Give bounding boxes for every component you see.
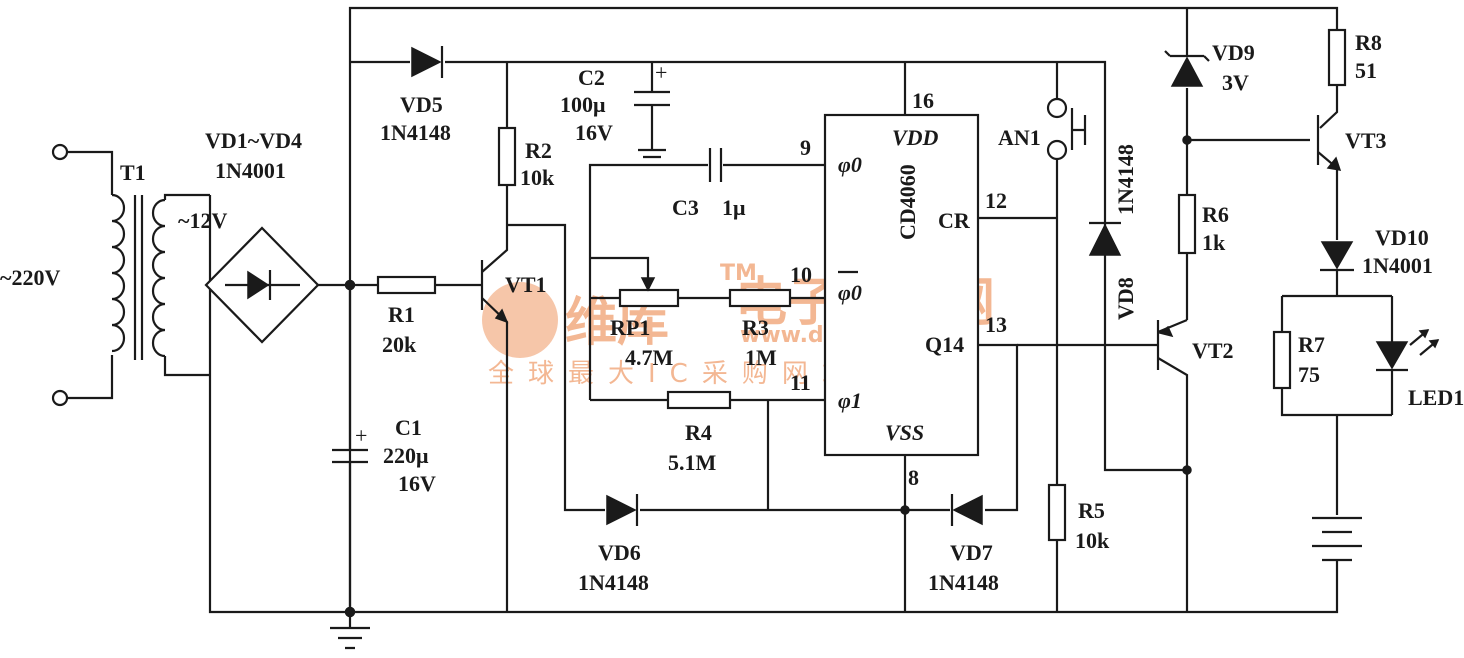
led-label: LED1 — [1408, 385, 1464, 410]
r6: R6 1k — [1177, 135, 1310, 320]
vd7-part: 1N4148 — [928, 570, 999, 595]
mains-voltage-label: ~220V — [0, 265, 60, 290]
vt3: VT3 — [1316, 115, 1387, 240]
oscillator-network: C3 1μ RP1 4.7M R3 1M R4 5.1M — [588, 148, 825, 510]
r3-value: 1M — [745, 345, 777, 370]
pin-16: 16 — [912, 88, 934, 113]
pin-8: 8 — [908, 465, 919, 490]
pin-name-cr: CR — [938, 208, 971, 233]
r7-ref: R7 — [1298, 332, 1325, 357]
watermark-tm: TM — [720, 261, 757, 286]
vd8-part: 1N4148 — [1113, 144, 1138, 215]
vt3-label: VT3 — [1345, 128, 1387, 153]
r5-value: 10k — [1075, 528, 1110, 553]
pin-name-q14: Q14 — [925, 332, 964, 357]
r4-value: 5.1M — [668, 450, 717, 475]
vt2: VT2 — [1156, 318, 1234, 612]
c1-voltage: 16V — [398, 471, 436, 496]
pin-10: 10 — [790, 262, 812, 287]
r4-ref: R4 — [685, 420, 712, 445]
rp1-ref: RP1 — [610, 315, 650, 340]
c1-value: 220μ — [383, 443, 429, 468]
r1: R1 20k — [350, 275, 470, 357]
vd5-ref: VD5 — [400, 92, 443, 117]
r5-ref: R5 — [1078, 498, 1105, 523]
vd5: VD5 1N4148 — [350, 46, 1187, 472]
c2-ref: C2 — [578, 65, 605, 90]
pin-name-phi0: φ0 — [838, 152, 862, 177]
pin-9: 9 — [800, 135, 811, 160]
ic-part-label: CD4060 — [895, 164, 920, 240]
vd6: VD6 1N4148 — [578, 494, 649, 595]
vd7: VD7 1N4148 — [900, 343, 1158, 595]
r2-ref: R2 — [525, 138, 552, 163]
vd9-ref: VD9 — [1212, 40, 1255, 65]
vd9: VD9 3V — [1164, 8, 1255, 195]
r5: R5 10k — [1047, 483, 1110, 612]
bridge-part: 1N4001 — [215, 158, 286, 183]
c2-voltage: 16V — [575, 120, 613, 145]
pin-name-vdd: VDD — [892, 125, 939, 150]
r7-value: 75 — [1298, 362, 1320, 387]
vd6-part: 1N4148 — [578, 570, 649, 595]
r6-ref: R6 — [1202, 202, 1229, 227]
r6-value: 1k — [1202, 230, 1226, 255]
vd10-ref: VD10 — [1375, 225, 1429, 250]
vt1: VT1 — [470, 223, 905, 612]
pin-13: 13 — [985, 312, 1007, 337]
svg-text:+: + — [355, 423, 367, 448]
an1-label: AN1 — [998, 125, 1041, 150]
bridge-rectifier: VD1~VD4 1N4001 — [204, 128, 350, 614]
pin-11: 11 — [790, 370, 811, 395]
battery — [1312, 516, 1362, 570]
ic-body — [823, 113, 980, 457]
pin-name-phi0bar: φ0 — [838, 280, 862, 305]
c2: + C2 100μ 16V — [560, 60, 670, 159]
rp1-value: 4.7M — [625, 345, 674, 370]
vt2-label: VT2 — [1192, 338, 1234, 363]
c2-value: 100μ — [560, 92, 606, 117]
transformer-label: T1 — [120, 160, 146, 185]
watermark-tagline: 全球最大IC采购网站 — [488, 359, 862, 389]
vd9-part: 3V — [1222, 70, 1249, 95]
c1: + C1 220μ 16V — [332, 285, 436, 612]
vd5-part: 1N4148 — [380, 120, 451, 145]
vd8: VD8 1N4148 — [1088, 144, 1138, 320]
pin-name-phi1: φ1 — [838, 388, 862, 413]
bridge-ref: VD1~VD4 — [205, 128, 302, 153]
vd7-ref: VD7 — [950, 540, 993, 565]
r8-ref: R8 — [1355, 30, 1382, 55]
r3-ref: R3 — [742, 315, 769, 340]
vt1-label: VT1 — [505, 272, 547, 297]
c3-value: 1μ — [722, 195, 746, 220]
r8-value: 51 — [1355, 58, 1377, 83]
r7-led: R7 75 LED1 — [1272, 294, 1464, 515]
svg-text:+: + — [655, 60, 667, 85]
vd6-ref: VD6 — [598, 540, 641, 565]
pin-12: 12 — [985, 188, 1007, 213]
r2: R2 10k — [497, 62, 555, 225]
vd8-ref: VD8 — [1113, 277, 1138, 320]
r8: R8 51 — [1319, 28, 1382, 129]
c3-ref: C3 — [672, 195, 699, 220]
an1-switch: AN1 — [978, 62, 1087, 485]
c1-ref: C1 — [395, 415, 422, 440]
r1-ref: R1 — [388, 302, 415, 327]
r2-value: 10k — [520, 165, 555, 190]
pin-name-vss: VSS — [885, 420, 924, 445]
watermark-logo — [482, 282, 558, 358]
mains-input: ~220V T1 ~12V — [0, 143, 227, 407]
r1-value: 20k — [382, 332, 417, 357]
secondary-voltage-label: ~12V — [178, 208, 227, 233]
vd10-part: 1N4001 — [1362, 253, 1433, 278]
ic-cd4060: 16 9 10 11 12 13 8 VDD φ0 φ0 φ1 CR Q14 V… — [790, 62, 1007, 612]
vd10: VD10 1N4001 — [1320, 225, 1433, 296]
